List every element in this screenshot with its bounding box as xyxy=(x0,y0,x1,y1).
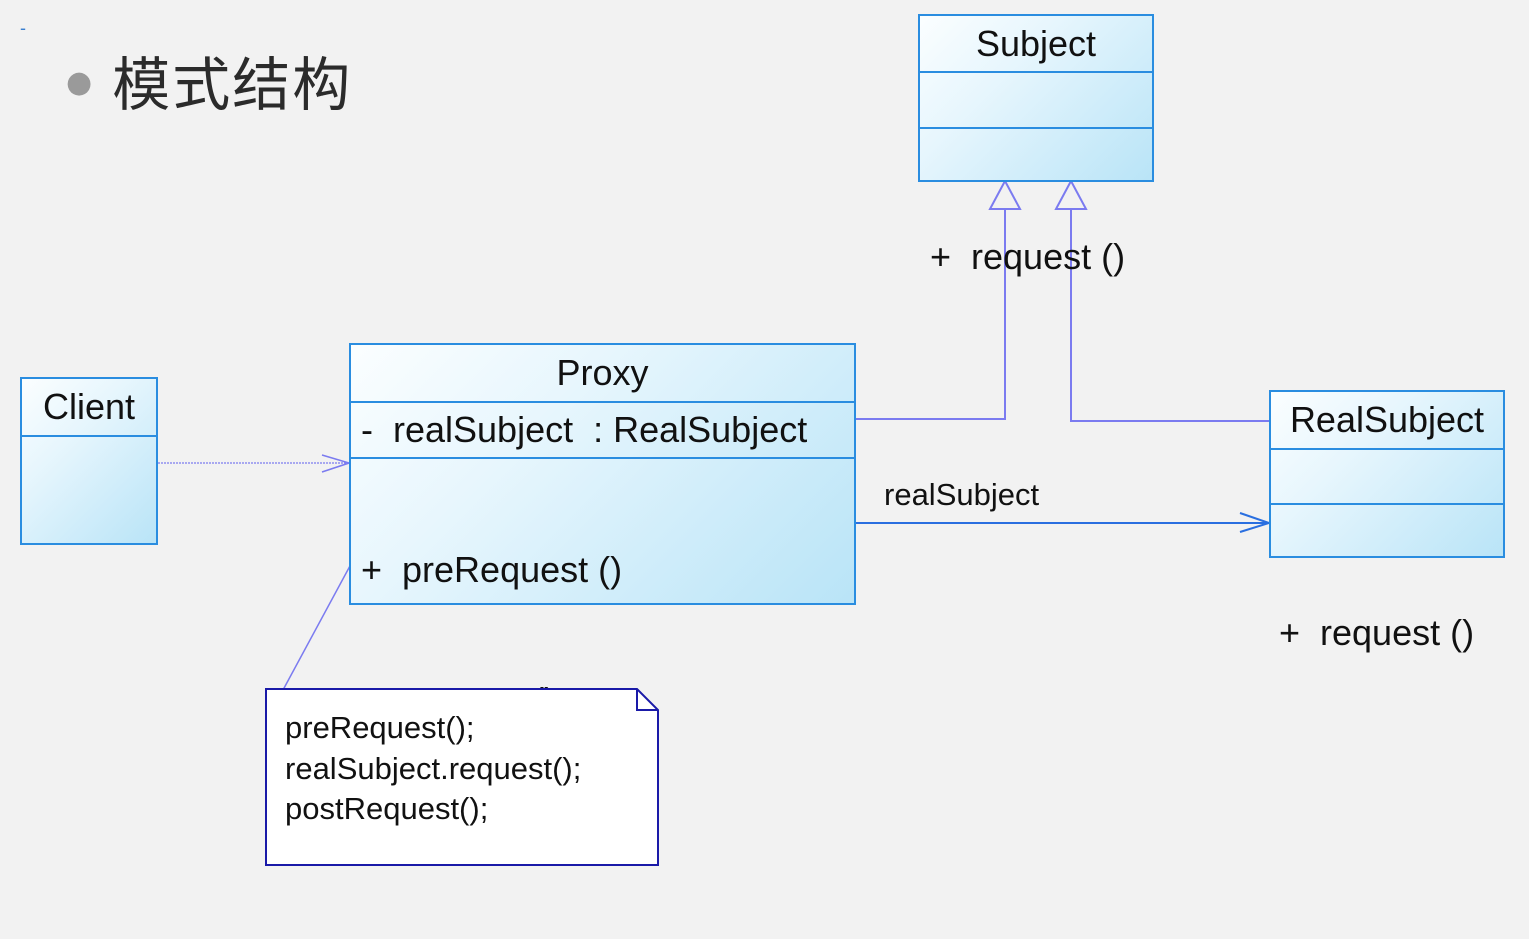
realsubject-attributes xyxy=(1271,450,1503,505)
realsubject-operations: + request () xyxy=(1271,505,1503,653)
note-line-realsubject-request: realSubject.request(); xyxy=(285,750,582,786)
slide-title: 模式结构 xyxy=(112,51,353,119)
realsubject-generalization-arrowhead xyxy=(1054,178,1088,210)
note-line-prerequest: preRequest(); xyxy=(285,710,475,745)
proxy-generalization-line xyxy=(856,209,1006,420)
proxy-op-prerequest: + preRequest () xyxy=(361,549,623,590)
slide-title-container: ● 模式结构 xyxy=(66,38,352,122)
note[interactable]: preRequest(); realSubject.request(); postR… xyxy=(265,688,659,866)
subject-operations: + request () xyxy=(920,129,1152,277)
note-line-postrequest: postRequest(); xyxy=(285,791,489,826)
proxy-attributes: - realSubject : RealSubject xyxy=(351,403,854,459)
proxy-generalization-arrowhead xyxy=(988,178,1022,210)
client-class[interactable]: Client xyxy=(20,377,158,545)
realsubject-generalization-line xyxy=(1070,209,1269,422)
corner-mark: - xyxy=(20,18,26,38)
subject-attributes xyxy=(920,73,1152,129)
subject-class-name: Subject xyxy=(920,16,1152,73)
client-class-name: Client xyxy=(22,379,156,437)
realsubject-class-name: RealSubject xyxy=(1271,392,1503,450)
association-label: realSubject xyxy=(884,477,1040,512)
bullet-icon: ● xyxy=(66,65,95,101)
realsubject-class[interactable]: RealSubject + request () xyxy=(1269,390,1505,653)
note-text: preRequest(); realSubject.request(); postR… xyxy=(285,708,581,830)
proxy-class[interactable]: Proxy - realSubject : RealSubject + preR… xyxy=(349,343,856,851)
subject-class[interactable]: Subject + request () xyxy=(918,14,1154,277)
proxy-class-name: Proxy xyxy=(351,345,854,403)
proxy-attr-realsubject: - realSubject : RealSubject xyxy=(361,409,808,450)
subject-op-request: + request () xyxy=(930,236,1126,277)
realsubject-op-request: + request () xyxy=(1279,612,1475,653)
uml-diagram-slide: - ●模式结构 Subject + request () Client Pro xyxy=(20,14,1505,866)
note-shape xyxy=(265,688,659,866)
